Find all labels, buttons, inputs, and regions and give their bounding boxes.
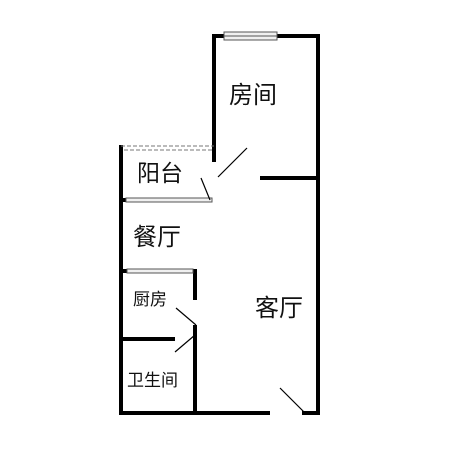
room-label-living: 客厅 — [255, 294, 303, 322]
room-label-kitchen: 厨房 — [133, 290, 167, 310]
entrance-door-leaf — [279, 387, 305, 413]
bathroom-door-leaf — [174, 334, 196, 353]
balcony-edge — [121, 145, 214, 151]
room-label-bathroom: 卫生间 — [127, 371, 178, 391]
balcony-door-window — [125, 197, 213, 203]
kitchen-door-leaf — [175, 307, 197, 326]
room-label-bedroom: 房间 — [229, 81, 277, 109]
walls — [119, 34, 320, 415]
windows — [125, 31, 278, 274]
room-label-dining: 餐厅 — [133, 223, 181, 251]
kitchen-window — [126, 268, 194, 274]
doors — [174, 147, 305, 413]
room-label-balcony: 阳台 — [137, 161, 183, 187]
balcony-door-leaf — [200, 177, 211, 201]
bedroom-door-leaf — [217, 147, 248, 178]
